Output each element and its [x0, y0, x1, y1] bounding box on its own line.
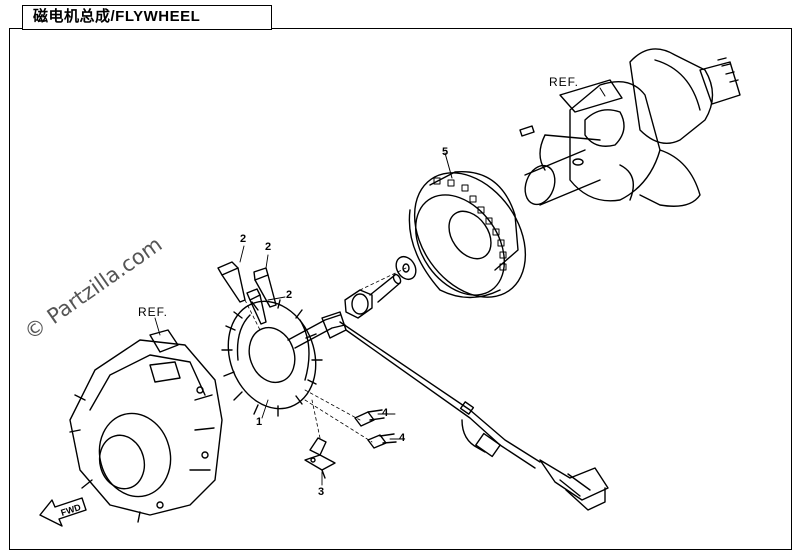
- harness-bolt-lower: [367, 433, 397, 449]
- cover-ref-label: REF.: [138, 305, 169, 319]
- crankshaft-ref-label: REF.: [549, 75, 580, 89]
- crankcase-cover-ref: [69, 329, 223, 523]
- callout-5: 5: [442, 146, 449, 158]
- callout-3: 3: [318, 486, 325, 498]
- woodruff-key: [519, 125, 535, 137]
- wire-clamp: [304, 437, 336, 479]
- flywheel-washer: [395, 255, 417, 281]
- crankshaft-ref: [519, 48, 741, 207]
- callout-2-upper: 2: [240, 233, 247, 245]
- fwd-arrow: FWD: [39, 497, 87, 527]
- stator-wire-harness: [339, 321, 609, 511]
- stator-bolt-upper: [217, 261, 246, 303]
- callout-1: 1: [256, 416, 263, 428]
- callout-2-lower: 2: [286, 289, 293, 301]
- stator-bolt-lower: [246, 288, 267, 325]
- harness-bolt-upper: [354, 409, 385, 427]
- flywheel-bolt: [344, 273, 402, 319]
- callout-leaders: [154, 245, 403, 486]
- callout-4-lower: 4: [399, 432, 406, 444]
- diagram-title: 磁电机总成/FLYWHEEL: [22, 5, 272, 30]
- callout-4-upper: 4: [382, 407, 389, 419]
- stator-coil: [221, 299, 347, 417]
- flywheel-magnet-slots: [433, 177, 507, 271]
- flywheel-rotor: [408, 171, 527, 299]
- callout-2-middle: 2: [265, 241, 272, 253]
- stator-bolt-middle: [253, 267, 277, 308]
- diagram-frame: [9, 28, 792, 550]
